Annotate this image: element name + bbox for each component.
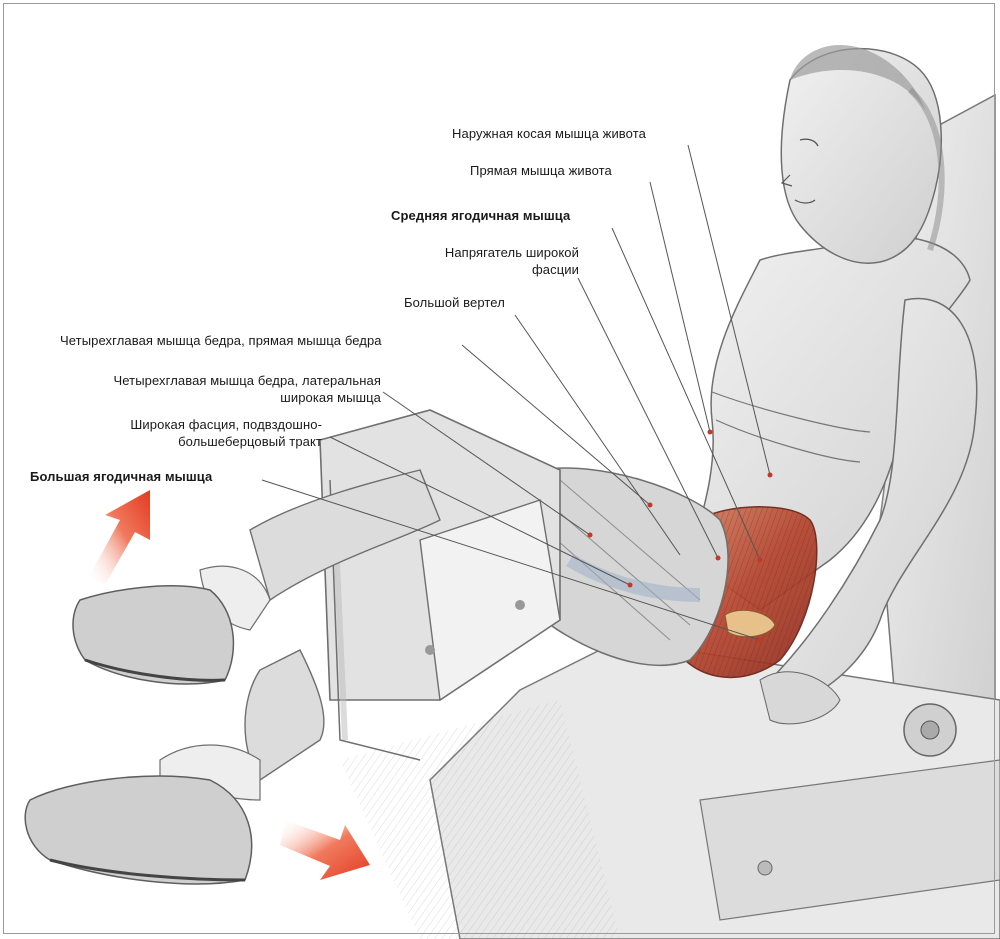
- arrow-down-right-icon: [280, 820, 370, 880]
- label-iliotibial-tract: Широкая фасция, подвздошно- большеберцов…: [130, 417, 322, 449]
- leader-line-obliquus: [687, 144, 771, 476]
- label-obliquus-externus: Наружная косая мышца живота: [452, 126, 646, 141]
- leader-line-rectus-abdominis: [649, 181, 711, 433]
- arrow-up-right-icon: [90, 490, 150, 585]
- leader-line-rectus-femoris: [461, 344, 651, 506]
- leader-line-iliotibial: [329, 436, 631, 586]
- label-greater-trochanter: Большой вертел: [404, 295, 505, 310]
- muscle-markers: [587, 429, 773, 643]
- label-tensor-fasciae-latae: Напрягатель широкой фасции: [444, 245, 579, 277]
- leader-line-gluteus-maximus: [261, 479, 761, 641]
- label-gluteus-medius: Средняя ягодичная мышца: [391, 208, 571, 223]
- leader-line-trochanter: [514, 314, 681, 556]
- leader-line-vastus: [382, 391, 591, 536]
- leader-lines: [261, 144, 771, 641]
- figure-head: [780, 45, 945, 264]
- label-vastus-lateralis: Четырехглавая мышца бедра, латеральная ш…: [113, 373, 381, 405]
- leader-line-tensor: [577, 277, 719, 559]
- label-rectus-femoris: Четырехглавая мышца бедра, прямая мышца …: [60, 333, 382, 348]
- label-gluteus-maximus: Большая ягодичная мышца: [30, 469, 213, 484]
- label-rectus-abdominis: Прямая мышца живота: [470, 163, 612, 178]
- figure-lower-legs: [24, 469, 441, 885]
- leader-line-gluteus-medius: [611, 227, 761, 561]
